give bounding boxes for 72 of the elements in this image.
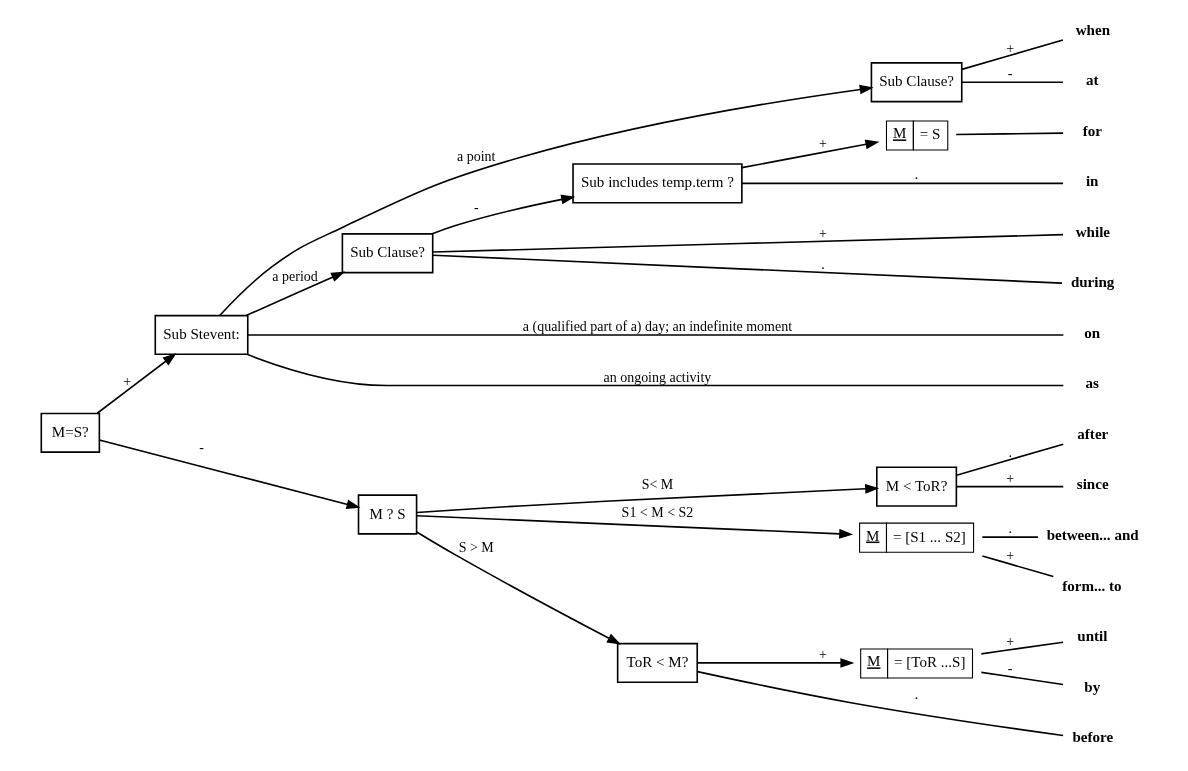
arrow [98, 439, 361, 510]
edge-label: S > M [458, 539, 494, 555]
node-text: as [1085, 375, 1099, 392]
edge-label: a point [457, 149, 496, 165]
node-text: in [1085, 173, 1099, 190]
node-text: until [1077, 628, 1108, 645]
node-text: when [1075, 21, 1111, 38]
connector [981, 555, 1055, 578]
edge-label: - [1007, 661, 1013, 677]
edge-label: + [819, 225, 827, 241]
node-box: Sub Clause? [341, 233, 434, 274]
edge-label: + [819, 136, 827, 152]
connector [955, 485, 1065, 488]
node-box: Sub includes temp.term ? [572, 163, 743, 204]
edge-label: + [123, 373, 132, 389]
arrow [415, 483, 880, 514]
edge-label: + [1006, 548, 1015, 564]
node-box: M ? S [357, 494, 418, 535]
edge-label: . [1008, 444, 1012, 460]
edge-label: + [1006, 40, 1015, 56]
node-text: before [1072, 729, 1114, 746]
connector [432, 233, 1064, 253]
node-text: form... to [1062, 577, 1122, 594]
connector [980, 641, 1064, 655]
arrow [96, 353, 177, 415]
node-box: M < ToR? [876, 466, 958, 507]
edge-label: - [1007, 66, 1013, 82]
arrow [431, 194, 576, 235]
node-box: Sub Clause? [870, 62, 963, 103]
node-text: while [1075, 223, 1111, 240]
connector [247, 334, 1065, 336]
edge-label: a (qualified part of a) day; an indefinite moment [522, 319, 793, 335]
connector [246, 353, 1065, 387]
edge-label: . [821, 256, 825, 272]
connector [955, 132, 1064, 136]
node-text: between... and [1046, 527, 1139, 544]
edge-label: - [473, 199, 479, 215]
node-text: after [1077, 425, 1109, 442]
edge-label: + [819, 647, 827, 663]
node-box: Sub Stevent: [154, 314, 249, 356]
edge-label: S1 < M < S2 [621, 505, 694, 521]
arrow [245, 271, 346, 317]
arrow [741, 139, 880, 169]
node-box: ToR < M? [616, 642, 699, 684]
arrow [415, 531, 621, 645]
edge-label: + [1006, 634, 1015, 650]
node-text: for [1082, 122, 1102, 139]
edge-label: - [199, 439, 204, 455]
node-text: since [1076, 476, 1109, 493]
connector [961, 81, 1064, 84]
edge-label: an ongoing activity [603, 369, 712, 385]
edge-label: S< M [641, 477, 674, 493]
edge-label: . [914, 686, 919, 702]
connector [432, 254, 1063, 284]
arrow [218, 84, 874, 317]
connector [961, 39, 1064, 71]
edge-label: . [914, 167, 919, 183]
arrow [696, 658, 855, 668]
connector [981, 536, 1039, 538]
edge-label: . [1008, 521, 1012, 537]
edge-label: a period [272, 268, 318, 284]
edge-label: + [1006, 470, 1015, 486]
connector [696, 670, 1064, 737]
node-text: on [1084, 324, 1101, 341]
node-text: at [1085, 72, 1099, 89]
node-text: during [1070, 274, 1115, 291]
node-text: by [1084, 678, 1101, 695]
connector [955, 443, 1065, 477]
arrow [416, 514, 854, 539]
connector [980, 671, 1064, 686]
connector [741, 182, 1064, 185]
node-box: M=S? [40, 412, 101, 453]
